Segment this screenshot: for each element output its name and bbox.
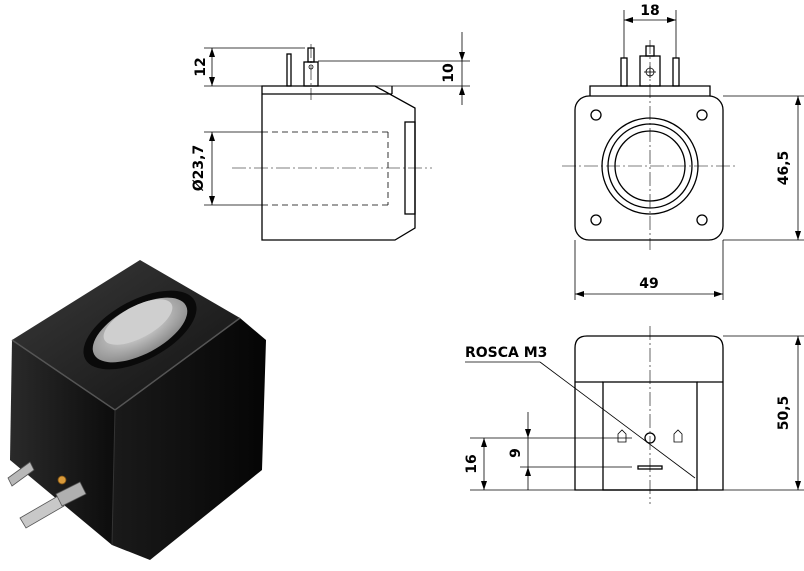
front-view: 18 46,5 49 (562, 3, 804, 300)
dim-50-5: 50,5 (776, 396, 792, 431)
dim-9: 9 (508, 448, 524, 458)
coil-3d-render (7, 260, 266, 560)
mount-hole-icon (696, 109, 708, 121)
screw-icon (644, 432, 656, 444)
terminal-pin-icon (7, 461, 87, 529)
side-terminals (286, 44, 319, 100)
dim-12: 12 (193, 57, 209, 76)
mount-hole-icon (696, 214, 708, 226)
side-view: 12 10 Ø23,7 (191, 32, 470, 241)
label-thread: ROSCA M3 (465, 345, 547, 361)
dim-diameter: Ø23,7 (191, 145, 207, 191)
dim-49: 49 (639, 276, 658, 292)
mount-hole-icon (590, 109, 602, 121)
dim-18: 18 (640, 3, 659, 19)
dim-10: 10 (441, 63, 457, 83)
connector-view: ROSCA M3 50,5 16 9 (464, 326, 804, 504)
dim-16: 16 (464, 454, 480, 473)
mount-hole-icon (590, 214, 602, 226)
dim-46-5: 46,5 (776, 151, 792, 186)
